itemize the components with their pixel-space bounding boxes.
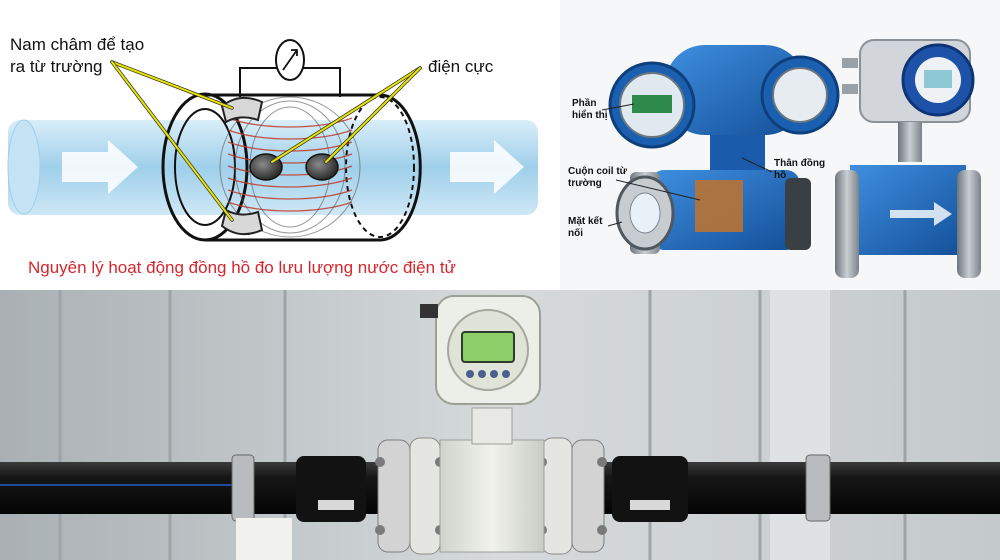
body-label-line1: Thân đồng bbox=[774, 157, 825, 169]
display-board bbox=[632, 95, 672, 113]
coil-label-line1: Cuộn coil từ bbox=[568, 166, 628, 177]
magnet-label-line1: Nam châm để tạo bbox=[10, 35, 144, 54]
wall-panel-seams bbox=[58, 290, 907, 560]
diagram-caption: Nguyên lý hoạt động đồng hồ đo lưu lượng… bbox=[28, 258, 456, 277]
cutaway-illustration: Phần hiển thị Cuộn coil từ trường Thân đ… bbox=[560, 0, 1000, 290]
meter-body bbox=[439, 439, 545, 553]
tube-back-ring bbox=[345, 96, 415, 238]
coupler-right bbox=[612, 456, 688, 522]
flange-label-line1: Mặt kết bbox=[568, 215, 603, 227]
magnet-bottom bbox=[220, 208, 264, 236]
flow-arrow-left bbox=[62, 140, 138, 194]
display-label-line1: Phần bbox=[572, 97, 596, 109]
magnet-label-line2: ra từ trường bbox=[10, 57, 103, 76]
principle-diagram: Nam châm để tạo ra từ trường điện cực Ng… bbox=[0, 0, 560, 290]
support-block bbox=[236, 518, 292, 560]
cable-gland bbox=[420, 304, 438, 318]
coupler-right-label bbox=[630, 500, 670, 510]
coil-cutaway bbox=[695, 180, 743, 232]
pipe-end-left bbox=[7, 119, 41, 215]
coupler-left bbox=[296, 456, 366, 522]
label-leader-lines bbox=[110, 60, 422, 222]
flow-direction-arrow bbox=[890, 202, 952, 226]
lcd-display bbox=[924, 70, 952, 88]
electrode-right bbox=[305, 153, 339, 181]
principle-svg: Nam châm để tạo ra từ trường điện cực Ng… bbox=[7, 35, 538, 277]
cutaway-meter bbox=[608, 45, 840, 254]
pipe-clamp-right bbox=[805, 454, 831, 522]
flow-arrow-right bbox=[450, 140, 524, 194]
photo-svg bbox=[0, 290, 1000, 560]
coil-label-line2: trường bbox=[568, 178, 602, 189]
display-label-line2: hiển thị bbox=[572, 109, 608, 121]
voltmeter-needle bbox=[282, 49, 298, 71]
transmitter-head bbox=[420, 295, 541, 405]
flanges bbox=[377, 437, 605, 555]
coupler-left-label bbox=[318, 500, 354, 510]
measuring-tube bbox=[205, 93, 422, 242]
magnet-top bbox=[220, 96, 264, 124]
lcd-screen bbox=[461, 331, 515, 363]
meter-neck bbox=[471, 407, 513, 445]
cutaway-svg: Phần hiển thị Cuộn coil từ trường Thân đ… bbox=[568, 39, 981, 278]
cutaway-leader-lines bbox=[601, 103, 773, 227]
tube-front-ring bbox=[161, 92, 249, 242]
electrode-label: điện cực bbox=[428, 57, 494, 76]
installed-meter-photo bbox=[0, 290, 1000, 560]
complete-meter bbox=[835, 39, 981, 278]
pipe-clamp-left bbox=[231, 454, 255, 522]
flange-label-line2: nối bbox=[568, 227, 583, 239]
keypad-buttons bbox=[466, 370, 510, 378]
body-label-line2: hồ bbox=[774, 169, 786, 181]
